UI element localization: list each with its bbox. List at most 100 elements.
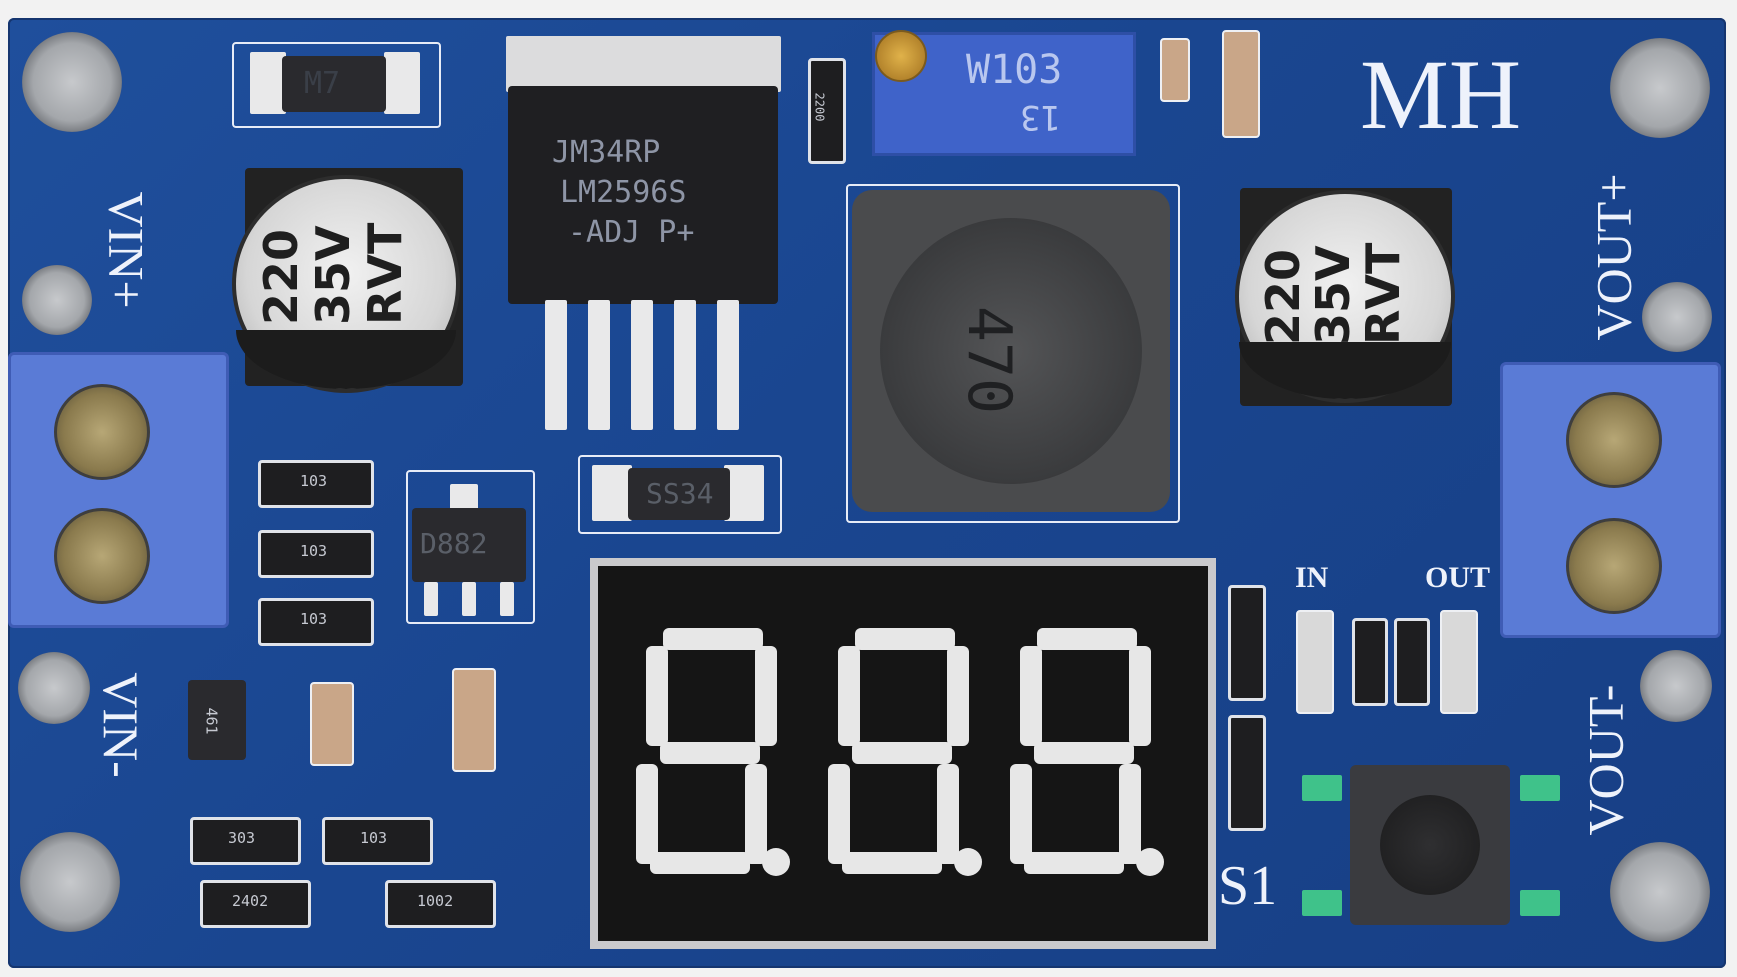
digit-2-seg-d <box>842 852 942 874</box>
transistor-outline <box>406 470 535 624</box>
digit-1-dot <box>762 848 790 876</box>
out-led <box>1440 610 1478 714</box>
digit-1-seg-a <box>663 628 763 650</box>
brand-label: MH <box>1360 39 1522 150</box>
digit-2-seg-e <box>828 764 850 864</box>
transistor-pin-1 <box>424 582 438 616</box>
digit-3-dot <box>1136 848 1164 876</box>
switch-label: S1 <box>1218 855 1278 917</box>
via-hole-right-lower <box>1640 650 1712 722</box>
diode-m7-marking: M7 <box>304 66 341 101</box>
vout-plus-label: VOUT+ <box>1585 173 1642 341</box>
output-screw-bottom <box>1566 518 1662 614</box>
resistor-103-d <box>322 817 433 865</box>
regulator-pin-4 <box>674 300 696 430</box>
resistor-103-d-marking: 103 <box>360 829 388 847</box>
input-cap-line-2: 35V <box>306 225 360 325</box>
push-button-cap[interactable] <box>1380 795 1480 895</box>
vin-minus-label: VIN- <box>92 672 149 778</box>
input-cap-line-3: RVT <box>358 222 412 325</box>
resistor-right-bottom <box>1228 715 1266 831</box>
regulator-line-1: JM34RP <box>552 135 661 170</box>
regulator-pin-5 <box>717 300 739 430</box>
transistor-pin-3 <box>500 582 514 616</box>
transistor-d882 <box>412 508 526 582</box>
regulator-heat-tab <box>506 36 781 92</box>
trim-pot-screw <box>875 30 927 82</box>
resistor-103-c <box>258 598 374 646</box>
in-led-label: IN <box>1295 561 1329 594</box>
small-ic-marking: 461 <box>202 707 221 735</box>
ceramic-cap-mid <box>452 668 496 772</box>
input-cap-line-1: 220 <box>254 228 308 325</box>
output-cap-line-3: RVT <box>1356 242 1410 345</box>
digit-1-seg-f <box>646 646 668 746</box>
via-hole-right-upper <box>1642 282 1712 352</box>
digit-3-seg-a <box>1037 628 1137 650</box>
resistor-1002 <box>385 880 496 928</box>
digit-1-seg-b <box>755 646 777 746</box>
inductor-marking: 470 <box>954 305 1025 415</box>
output-cap-line-2: 35V <box>1306 245 1360 345</box>
digit-3-seg-g <box>1034 742 1134 764</box>
mount-hole-top-right <box>1610 38 1710 138</box>
resistor-303-marking: 303 <box>228 829 256 847</box>
diode-ss34 <box>628 468 730 520</box>
digit-1-seg-d <box>650 852 750 874</box>
regulator-line-3: -ADJ P+ <box>568 215 695 250</box>
diode-m7-outline <box>232 42 441 128</box>
digit-3-seg-e <box>1010 764 1032 864</box>
input-screw-bottom <box>54 508 150 604</box>
inductor-outline <box>846 184 1180 523</box>
output-screw-top <box>1566 392 1662 488</box>
resistor-103-b <box>258 530 374 578</box>
digit-1-seg-c <box>745 764 767 864</box>
regulator-line-2: LM2596S <box>560 175 687 210</box>
mount-hole-top-left <box>22 32 122 132</box>
diode-m7-pad-left <box>250 52 286 114</box>
led-resistor-a <box>1352 618 1388 706</box>
digit-3-seg-c <box>1119 764 1141 864</box>
diode-m7-pad-right <box>384 52 420 114</box>
resistor-1002-marking: 1002 <box>417 892 454 910</box>
digit-3-seg-d <box>1024 852 1124 874</box>
input-capacitor <box>232 175 460 393</box>
resistor-220 <box>808 58 846 164</box>
diode-m7 <box>282 56 386 112</box>
mount-hole-bottom-left <box>20 832 120 932</box>
transistor-pin-2 <box>462 582 476 616</box>
resistor-right-top <box>1228 585 1266 701</box>
diode-ss34-pad-right <box>724 465 764 521</box>
regulator-pin-2 <box>588 300 610 430</box>
inductor-core <box>880 218 1142 484</box>
button-pad-tr <box>1520 775 1560 801</box>
regulator-pin-1 <box>545 300 567 430</box>
resistor-2402 <box>200 880 311 928</box>
button-pad-br <box>1520 890 1560 916</box>
diode-ss34-marking: SS34 <box>646 477 714 510</box>
resistor-103-b-marking: 103 <box>300 542 328 560</box>
digit-2-seg-a <box>855 628 955 650</box>
diode-ss34-pad-left <box>592 465 632 521</box>
resistor-103-c-marking: 103 <box>300 610 328 628</box>
digit-2-seg-c <box>937 764 959 864</box>
mount-hole-bottom-right <box>1610 842 1710 942</box>
digit-3-seg-b <box>1129 646 1151 746</box>
trim-pot-marking-a: W103 <box>966 47 1063 93</box>
output-capacitor <box>1235 190 1455 403</box>
cap-small-top-2 <box>1222 30 1260 138</box>
trim-pot-marking-b: 13 <box>1020 97 1061 137</box>
resistor-103-a <box>258 460 374 508</box>
digit-3-seg-f <box>1020 646 1042 746</box>
button-pad-bl <box>1302 890 1342 916</box>
out-led-label: OUT <box>1425 561 1491 594</box>
small-ic-461 <box>188 680 246 760</box>
resistor-303 <box>190 817 301 865</box>
digit-1-seg-g <box>660 742 760 764</box>
transistor-tab <box>450 484 478 512</box>
button-pad-tl <box>1302 775 1342 801</box>
in-led <box>1296 610 1334 714</box>
regulator-ic <box>508 86 778 304</box>
digit-1-seg-e <box>636 764 658 864</box>
diode-ss34-outline <box>578 455 782 534</box>
